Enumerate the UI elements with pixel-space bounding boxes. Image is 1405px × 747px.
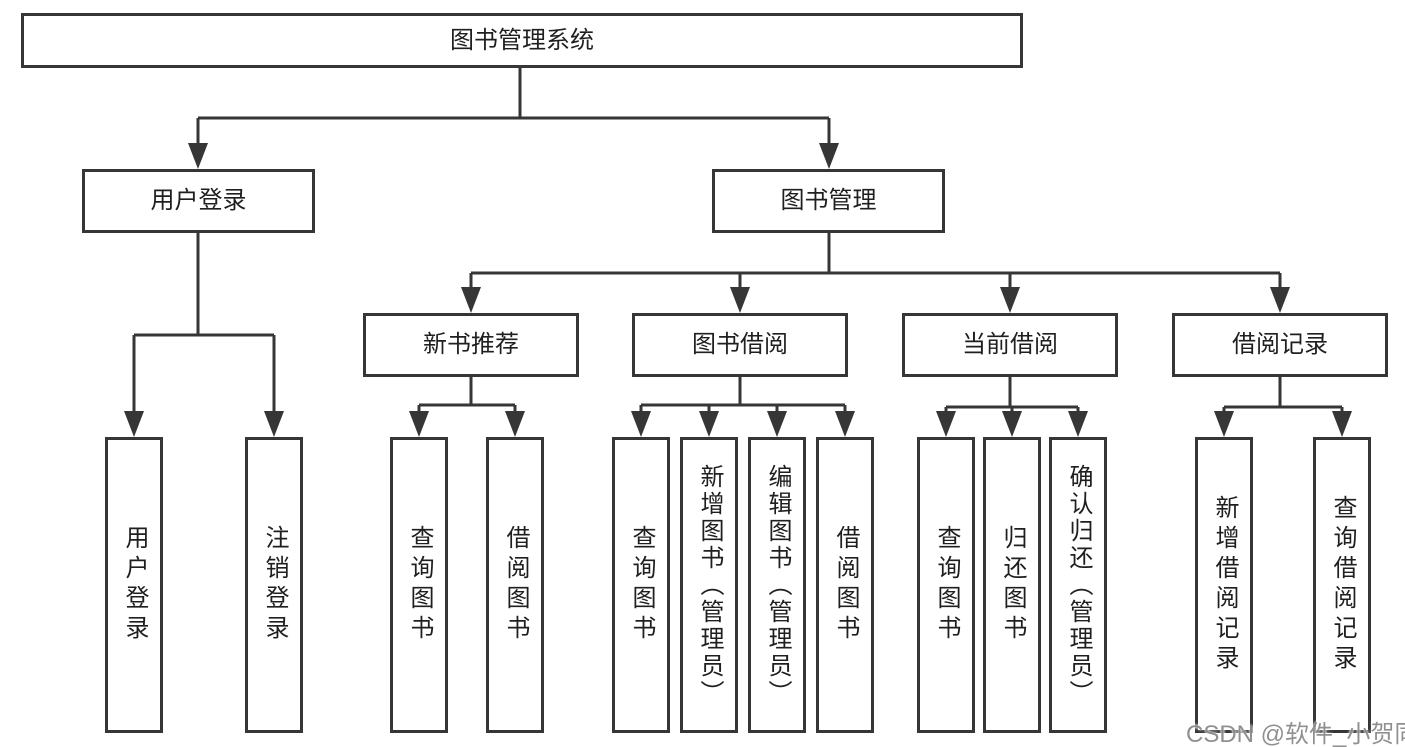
- arrow-down-icon: [1000, 287, 1020, 313]
- node-label: 确认归还（管理员）: [1065, 463, 1092, 707]
- node-label: 借阅记录: [1232, 331, 1328, 358]
- node-label: 新增图书（管理员）: [696, 463, 723, 707]
- node-logout: 注销登录: [245, 437, 303, 733]
- node-add-book-admin: 新增图书（管理员）: [680, 437, 738, 733]
- arrow-down-icon: [1332, 411, 1352, 437]
- node-confirm-return-admin: 确认归还（管理员）: [1049, 437, 1107, 733]
- node-label: 图书借阅: [692, 331, 788, 358]
- arrow-down-icons: [124, 143, 1352, 437]
- node-query-borrow-record: 查询借阅记录: [1313, 437, 1371, 733]
- node-label: 查询图书: [628, 525, 655, 645]
- node-label: 查询借阅记录: [1329, 495, 1356, 675]
- node-query-books-borrow: 查询图书: [612, 437, 670, 733]
- node-label: 查询图书: [406, 525, 433, 645]
- node-label: 新书推荐: [423, 331, 519, 358]
- node-book-borrow: 图书借阅: [632, 313, 848, 377]
- arrow-down-icon: [1002, 411, 1022, 437]
- arrow-down-icon: [767, 411, 787, 437]
- arrow-down-icon: [188, 143, 208, 169]
- node-borrow-records: 借阅记录: [1172, 313, 1388, 377]
- arrow-down-icon: [1068, 411, 1088, 437]
- arrow-down-icon: [699, 411, 719, 437]
- node-label: 用户登录: [150, 187, 247, 214]
- node-query-books-current: 查询图书: [917, 437, 975, 733]
- arrow-down-icon: [409, 411, 429, 437]
- node-label: 当前借阅: [962, 331, 1058, 358]
- arrow-down-icon: [1214, 411, 1234, 437]
- node-label: 注销登录: [261, 525, 288, 645]
- node-label: 借阅图书: [502, 525, 529, 645]
- arrow-down-icon: [936, 411, 956, 437]
- arrow-down-icon: [1270, 287, 1290, 313]
- arrow-down-icon: [730, 287, 750, 313]
- node-borrow-books-recommend: 借阅图书: [486, 437, 544, 733]
- node-library-management-system: 图书管理系统: [21, 13, 1023, 68]
- node-return-book: 归还图书: [983, 437, 1041, 733]
- arrow-down-icon: [124, 411, 144, 437]
- csdn-watermark: CSDN @软件_小贺同学: [1186, 721, 1405, 747]
- node-label: 编辑图书（管理员）: [764, 463, 791, 707]
- arrow-down-icon: [819, 143, 839, 169]
- arrow-down-icon: [631, 411, 651, 437]
- node-label: 图书管理系统: [450, 26, 594, 54]
- node-label: 图书管理: [780, 187, 877, 214]
- node-new-book-recommend: 新书推荐: [363, 313, 579, 377]
- arrow-down-icon: [264, 411, 284, 437]
- arrow-down-icon: [461, 287, 481, 313]
- node-user-login-leaf: 用户登录: [105, 437, 163, 733]
- tree-edges: [132, 68, 1344, 420]
- node-edit-book-admin: 编辑图书（管理员）: [748, 437, 806, 733]
- node-label: 新增借阅记录: [1211, 495, 1238, 675]
- arrow-down-icon: [505, 411, 525, 437]
- node-query-books-recommend: 查询图书: [390, 437, 448, 733]
- node-current-borrow: 当前借阅: [902, 313, 1118, 377]
- node-label: 借阅图书: [832, 525, 859, 645]
- node-label: 用户登录: [121, 525, 148, 645]
- node-borrow-books-leaf: 借阅图书: [816, 437, 874, 733]
- node-book-management: 图书管理: [712, 169, 945, 233]
- arrow-down-icon: [835, 411, 855, 437]
- node-add-borrow-record: 新增借阅记录: [1195, 437, 1253, 733]
- node-label: 查询图书: [933, 525, 960, 645]
- node-label: 归还图书: [999, 525, 1026, 645]
- node-user-login: 用户登录: [82, 169, 315, 233]
